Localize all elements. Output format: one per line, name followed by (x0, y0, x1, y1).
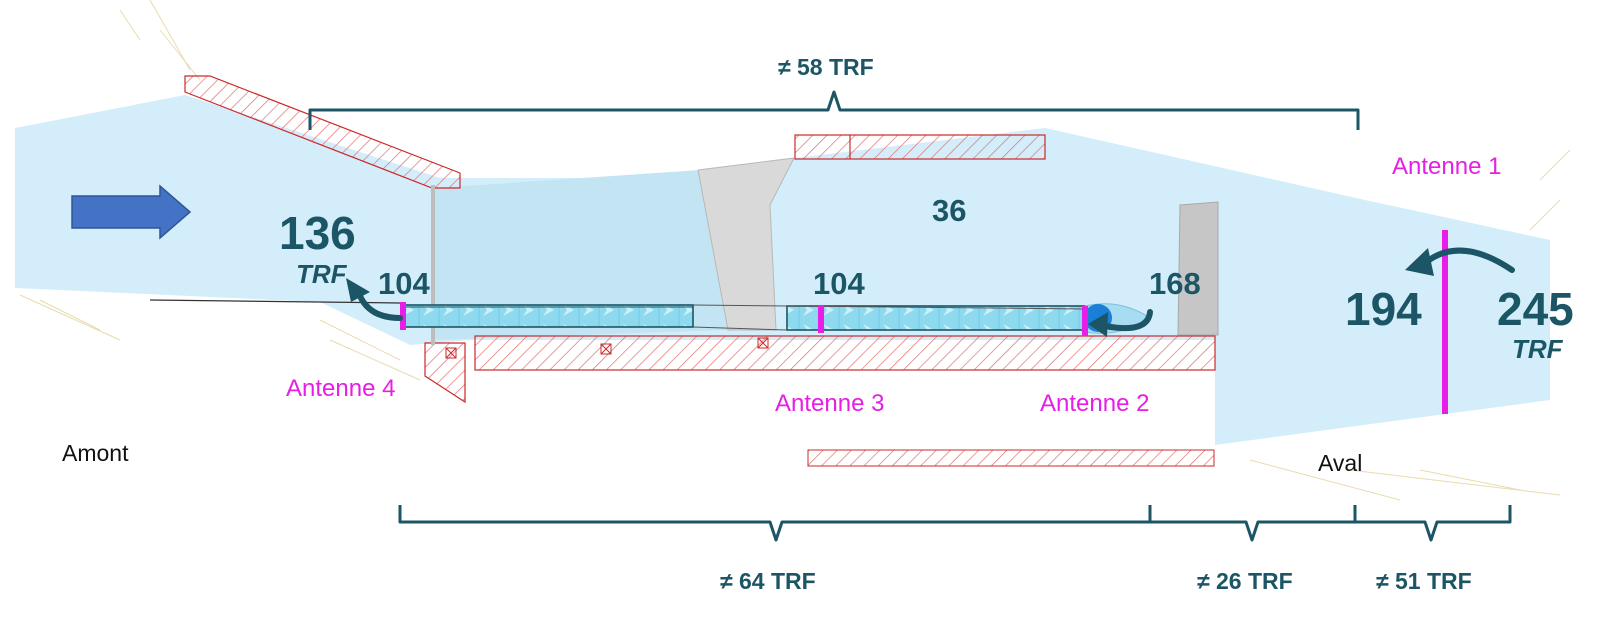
movement-arrows (357, 247, 1515, 332)
antenna-2-label: Antenne 2 (1040, 390, 1150, 417)
antenna-4-count: 104 (378, 266, 430, 301)
pool-wall-top (794, 134, 1046, 160)
downstream-label: Aval (1318, 450, 1363, 476)
pool-count: 36 (932, 193, 967, 228)
upstream-label: Amont (62, 440, 129, 466)
downstream-count-unit: TRF (1512, 334, 1563, 364)
antenna-1-label: Antenne 1 (1392, 153, 1502, 180)
antenna-3-label: Antenne 3 (775, 390, 885, 417)
bracket-top (308, 90, 1360, 130)
bracket-bottom-left-label: ≠ 64 TRF (720, 568, 816, 594)
bracket-bottom-middle (1148, 505, 1357, 542)
river-banks (19, 0, 1571, 501)
left-pier (424, 342, 466, 404)
antenna-2-count: 168 (1149, 266, 1201, 301)
flow-direction-arrow (71, 184, 192, 240)
bracket-top-label: ≠ 58 TRF (778, 54, 874, 80)
downstream-wall (807, 449, 1215, 467)
river-water (15, 95, 1550, 445)
upstream-count: 136 (279, 207, 356, 259)
arrow-heads (346, 248, 1434, 337)
upstream-count-unit: TRF (296, 259, 347, 289)
brackets (308, 90, 1512, 542)
bracket-bottom-middle-label: ≠ 26 TRF (1197, 568, 1293, 594)
bracket-bottom-left (398, 505, 1152, 542)
weir-block (697, 157, 795, 331)
fish-ladder-upstream (402, 304, 694, 328)
antenna-3-count: 104 (813, 266, 865, 301)
arrow-antenna1 (1422, 247, 1515, 273)
ladder-link-bottom (692, 326, 788, 331)
channel-wall-bottom (474, 335, 1216, 371)
arrow-exit (357, 293, 403, 321)
downstream-block (1177, 201, 1219, 336)
ladder-link (692, 304, 1086, 310)
pool-area (435, 170, 728, 340)
bracket-bottom-right (1353, 505, 1512, 542)
bracket-bottom-right-label: ≠ 51 TRF (1376, 568, 1472, 594)
bank-line (149, 299, 401, 304)
arrow-entrance (1102, 309, 1153, 332)
upstream-wall (184, 75, 461, 189)
antenna-1-upstream-count: 194 (1345, 283, 1422, 335)
downstream-count: 245 (1497, 283, 1574, 335)
grate-markers (445, 337, 769, 359)
antenna-4-label: Antenne 4 (286, 375, 396, 402)
fish-ladder-downstream (786, 305, 1086, 331)
